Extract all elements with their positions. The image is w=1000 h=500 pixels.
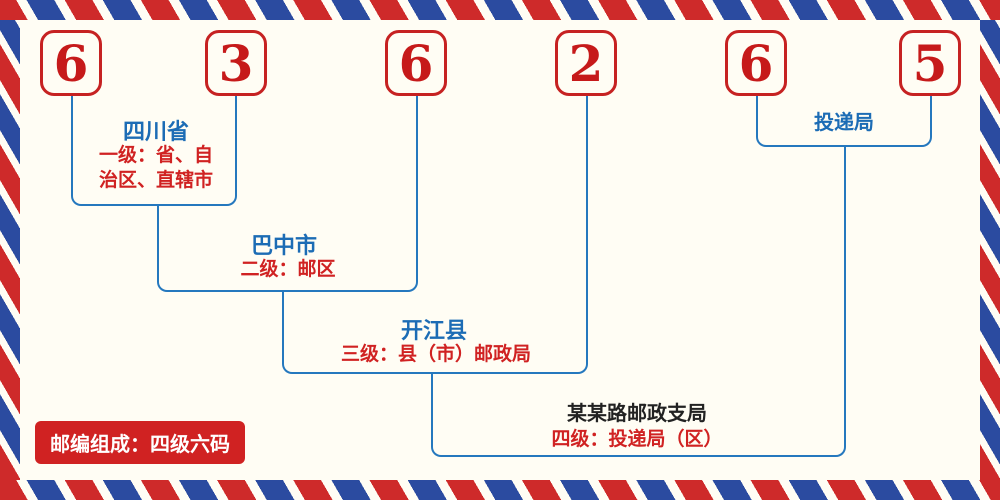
- airmail-border-left: [0, 20, 20, 480]
- level2-name: 巴中市: [250, 234, 318, 259]
- connector-digit4: [586, 96, 588, 294]
- bracket-level1: [71, 96, 237, 206]
- digit-box-6: 5: [899, 30, 961, 96]
- level4-name: 某某路邮政支局: [567, 401, 707, 425]
- level4-desc: 四级：投递局（区）: [551, 428, 723, 450]
- bracket-level3: [282, 292, 588, 374]
- digit-5: 6: [738, 33, 774, 93]
- bracket-level2: [157, 206, 418, 292]
- digit-4: 2: [568, 33, 604, 93]
- level1-desc: 一级：省、自 治区、直辖市: [99, 143, 213, 193]
- airmail-border-top: [0, 0, 1000, 20]
- digit-6: 5: [912, 33, 948, 93]
- connector-digit3: [416, 96, 418, 208]
- level1-desc-line2: 治区、直辖市: [98, 169, 214, 191]
- delivery-office-label: 投递局: [814, 110, 874, 134]
- level3-name: 开江县: [400, 319, 468, 344]
- airmail-border-bottom: [0, 480, 1000, 500]
- digit-box-5: 6: [725, 30, 787, 96]
- digit-box-2: 3: [205, 30, 267, 96]
- composition-badge: 邮编组成：四级六码: [35, 421, 245, 464]
- digit-2: 3: [218, 33, 254, 93]
- level1-name: 四川省: [122, 120, 190, 145]
- digit-box-4: 2: [555, 30, 617, 96]
- digit-box-1: 6: [40, 30, 102, 96]
- digit-box-3: 6: [385, 30, 447, 96]
- connector-delivery: [844, 147, 846, 376]
- digit-3: 6: [398, 33, 434, 93]
- level2-desc: 二级：邮区: [240, 258, 336, 280]
- level3-desc: 三级：县（市）邮政局: [340, 343, 532, 365]
- airmail-border-right: [980, 20, 1000, 480]
- digit-1: 6: [53, 33, 89, 93]
- bracket-delivery: [756, 96, 932, 147]
- level1-desc-line1: 一级：省、自: [98, 144, 214, 166]
- bracket-level4: [431, 374, 846, 457]
